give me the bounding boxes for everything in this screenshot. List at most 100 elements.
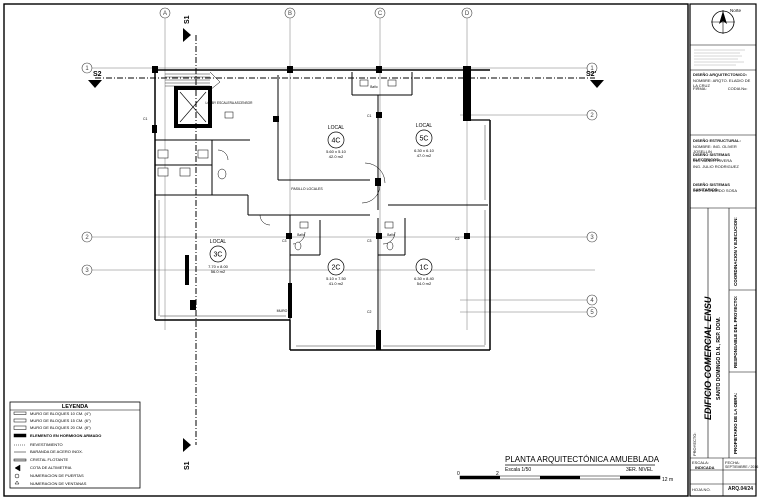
north-label: Norte: [730, 8, 742, 13]
window-lines: [158, 125, 486, 347]
scale-label-twelve: 12 m: [662, 477, 673, 483]
diseno-elec-name2: ING. JULIO RODRIGUEZ: [693, 164, 739, 169]
project-location: SANTO DOMINGO D.N., REP. DOM.: [716, 317, 722, 400]
scale-label-two: 2: [496, 471, 499, 477]
lobby-label: LOBBY ESCALERA ASCENSOR: [206, 101, 254, 105]
title-block-frame: [689, 3, 757, 497]
section-arrow-s1-bottom: [183, 438, 191, 452]
unit-2c-area: 41.0 m2: [329, 281, 344, 286]
door-swings: [217, 149, 396, 245]
concrete-columns: [152, 66, 471, 350]
hoja-value: ARQ.04/24: [728, 486, 754, 492]
legend-title: LEYENDA: [62, 404, 88, 410]
axis-bubbles: [81, 7, 598, 318]
escala-value: INDICADA: [695, 465, 715, 470]
legend-item-4: ELEMENTO EN HORMIGON ARMADO: [30, 433, 101, 438]
plan-scale: Escala 1/50: [505, 467, 531, 473]
unit-texts: LOCAL 4C 5.60 x 5.10 42.0 m2 LOCAL 5C 6.…: [206, 85, 435, 313]
scale-label-zero: 0: [457, 471, 460, 477]
diseno-san-name: ING. LEONARDO SOSA: [693, 188, 738, 193]
axis-label-3-right: 3: [590, 235, 594, 241]
axis-label-b: B: [288, 11, 292, 17]
column-tag-c3-a: C3: [367, 239, 372, 243]
unit-3c-area: 56.0 m2: [211, 269, 226, 274]
unit-3c-label: LOCAL: [210, 239, 227, 245]
legend-item-6: BARANDA DE ACERO INOX.: [30, 449, 83, 454]
unit-2c-dims: 5.10 x 7.50: [326, 276, 347, 281]
north-arrow: [711, 10, 735, 34]
proyecto-label: PROYECTO:: [692, 432, 697, 457]
drawing-border: [3, 3, 689, 497]
responsable-label: RESPONSABLE DEL PROYECTO:: [733, 295, 738, 368]
diseno-elec-name: ING. ABNER RIVERA: [693, 158, 732, 163]
legend-item-8: COTA DE ALTIMETRIA: [30, 465, 72, 470]
plan-title: PLANTA ARQUITECTÓNICA AMUEBLADA: [505, 455, 660, 464]
legend-item-1: MURO DE BLOQUES 10 CM. (4"): [30, 411, 91, 416]
legend-item-2: MURO DE BLOQUES 15 CM. (6"): [30, 418, 91, 423]
outer-walls: [154, 69, 491, 351]
unit-1c-dims: 6.30 x 8.40: [414, 276, 435, 281]
diseno-est-name: ING. OLIVER JOSELLIN: [693, 144, 737, 154]
codia-label-1: CODIA No:: [727, 86, 748, 91]
unit-3c-code: 3C: [214, 252, 223, 259]
nombre-label-1: NOMBRE:: [693, 78, 712, 83]
unit-tag-circles: [209, 129, 433, 276]
axis-labels: A B C D 1 2 3 1 2 3 4 5: [85, 11, 594, 316]
unit-4c-code: 4C: [332, 138, 341, 145]
legend-item-9: NUMERACION DE PUERTAS: [30, 473, 84, 478]
bano-label-1: Baño: [297, 233, 305, 237]
axis-label-1-right: 1: [590, 66, 594, 72]
section-arrow-s2p: [590, 80, 604, 88]
column-tag-c1-a: C1: [367, 114, 372, 118]
diseno-elec-label: DISEÑO SISTEMAS ELECTRICOS:: [693, 152, 730, 162]
unit-5c-area: 47.0 m2: [417, 153, 432, 158]
fecha-value: SEPTIEMBRE / 2016: [725, 465, 759, 469]
column-tags: C1 C2 C3 C1 C2 C3: [143, 114, 460, 314]
legend-item-3: MURO DE BLOQUES 20 CM. (8"): [30, 425, 91, 430]
bano-label-3: Baño: [370, 85, 378, 89]
pasillo-label: PASILLO LOCALES: [291, 187, 323, 191]
hoja-label: HOJA NO.: [692, 487, 711, 492]
fecha-label: FECHA:: [725, 460, 740, 465]
unit-5c-code: 5C: [420, 136, 429, 143]
unit-3c-dims: 7.70 x 8.00: [208, 264, 229, 269]
unit-5c-dims: 6.30 x 6.10: [414, 148, 435, 153]
title-block-fine-print: [694, 49, 745, 66]
propietario-label: PROPIETARIO DE LA OBRA:: [733, 392, 738, 454]
legend-box: [9, 401, 141, 489]
axis-label-2-left: 2: [85, 235, 89, 241]
axis-label-5-right: 5: [590, 310, 594, 316]
scale-bar: [459, 475, 661, 480]
unit-1c-area: 54.0 m2: [417, 281, 432, 286]
coordinacion-label: COORDINACION Y EJECUCION:: [733, 217, 738, 286]
plan-title-block: PLANTA ARQUITECTÓNICA AMUEBLADA Escala 1…: [505, 455, 660, 473]
axis-label-3-left: 3: [85, 268, 89, 274]
diseno-est-label: DISEÑO ESTRUCTURAL:: [693, 138, 741, 143]
column-tag-c2-a: C2: [455, 237, 460, 241]
legend-item-5: REVESTIMIENTO: [30, 442, 63, 447]
section-labels: S2 S2' S1 S1: [93, 15, 597, 470]
diseno-arq-name: ARQTO. ELADIO DE LA CRUZ: [693, 78, 751, 88]
stair-core: [165, 71, 221, 128]
legend-items: MURO DE BLOQUES 10 CM. (4") MURO DE BLOQ…: [30, 411, 101, 486]
project-name: EDIFICIO COMERCIAL ENSU: [703, 296, 713, 420]
column-tag-c2-b: C2: [367, 310, 372, 314]
interior-walls: [155, 72, 488, 350]
axis-label-a: A: [163, 11, 167, 17]
axis-label-c: C: [378, 11, 383, 17]
section-arrow-s2: [88, 80, 102, 88]
axis-label-d: D: [465, 11, 470, 17]
axis-label-1-left: 1: [85, 66, 89, 72]
section-label-s2: S2: [93, 71, 102, 78]
legend-swatches: [13, 411, 27, 485]
section-arrow-s1-top: [183, 28, 191, 42]
sanitary-fixtures: [157, 79, 397, 251]
escala-label: ESCALA:: [692, 460, 709, 465]
section-label-s1-bottom: S1: [184, 461, 191, 470]
section-label-s2p: S2': [586, 71, 597, 78]
unit-4c-label: LOCAL: [328, 125, 345, 131]
unit-4c-dims: 5.60 x 5.10: [326, 149, 347, 154]
diseno-san-label: DISEÑO SISTEMAS SANITARIOS:: [693, 182, 730, 192]
